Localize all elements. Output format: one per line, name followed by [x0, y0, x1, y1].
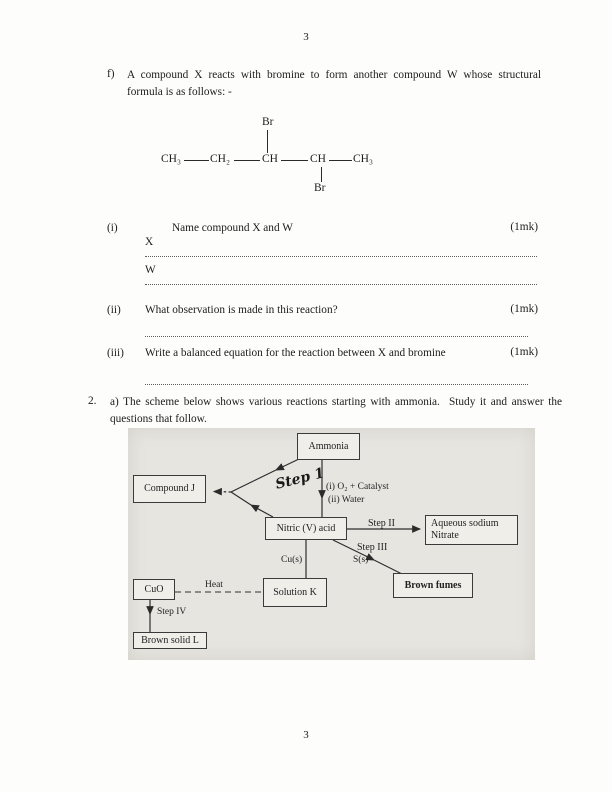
answer-dotted-line — [145, 384, 528, 385]
page-number-top: 3 — [303, 31, 309, 43]
subq-i-marks: (1mk) — [510, 221, 538, 233]
label-s-solid: S(s) — [353, 555, 369, 565]
label-cu-solid: Cu(s) — [281, 555, 303, 565]
subq-i-text: Name compound X and W — [172, 222, 293, 234]
bond-line — [321, 167, 323, 182]
atom-ch2: CH₂ — [210, 153, 230, 165]
label-step-ii: Step II — [368, 518, 395, 529]
atom-ch-4: CH — [310, 153, 326, 165]
bond-line — [329, 160, 352, 162]
subq-i-label: (i) — [107, 222, 118, 234]
atom-ch3-1: CH₃ — [161, 153, 181, 165]
bond-line — [184, 160, 209, 162]
br-bottom-label: Br — [314, 182, 326, 194]
answer-x-label: X — [145, 236, 154, 248]
box-solution-k: Solution K — [263, 578, 327, 607]
answer-dotted-line — [145, 284, 537, 285]
box-aqueous-sodium-nitrate: Aqueous sodium Nitrate — [425, 515, 518, 545]
bond-line — [281, 160, 308, 162]
bond-line — [267, 130, 269, 153]
box-nitric-acid: Nitric (V) acid — [265, 517, 347, 540]
box-brown-solid-l: Brown solid L — [133, 632, 207, 649]
label-water: (ii) Water — [328, 495, 365, 505]
subq-iii-marks: (1mk) — [510, 346, 538, 358]
structural-formula: Br CH₃ CH₂ CH CH CH₃ Br — [145, 112, 395, 202]
label-step-iii: Step III — [357, 542, 388, 553]
subq-ii-label: (ii) — [107, 304, 121, 316]
br-top-label: Br — [262, 116, 274, 128]
question-2-number: 2. — [88, 395, 97, 407]
atom-ch-3: CH — [262, 153, 278, 165]
subq-iii-label: (iii) — [107, 347, 124, 359]
bond-line — [234, 160, 260, 162]
subq-iii-text: Write a balanced equation for the reacti… — [145, 347, 446, 359]
subq-ii-marks: (1mk) — [510, 303, 538, 315]
label-heat: Heat — [205, 580, 223, 590]
reaction-scheme-diagram: Ammonia Compound J Nitric (V) acid Aqueo… — [128, 428, 535, 660]
box-brown-fumes: Brown fumes — [393, 573, 473, 598]
diagram-arrows — [146, 458, 422, 632]
box-cuo: CuO — [133, 579, 175, 600]
atom-ch3-5: CH₃ — [353, 153, 373, 165]
question-2-text: a) The scheme below shows various reacti… — [110, 396, 565, 425]
box-ammonia: Ammonia — [297, 433, 360, 460]
answer-w-label: W — [145, 264, 156, 276]
question-f-label: f) — [107, 68, 115, 80]
page-number-bottom: 3 — [303, 729, 309, 741]
subq-ii-text: What observation is made in this reactio… — [145, 304, 338, 316]
answer-dotted-line — [145, 256, 537, 257]
question-f-text: A compound X reacts with bromine to form… — [127, 69, 544, 98]
answer-dotted-line — [145, 336, 528, 337]
box-compound-j: Compound J — [133, 475, 206, 503]
label-o2-catalyst: (i) O₂ + Catalyst — [326, 482, 389, 492]
label-step-iv: Step IV — [157, 607, 187, 617]
